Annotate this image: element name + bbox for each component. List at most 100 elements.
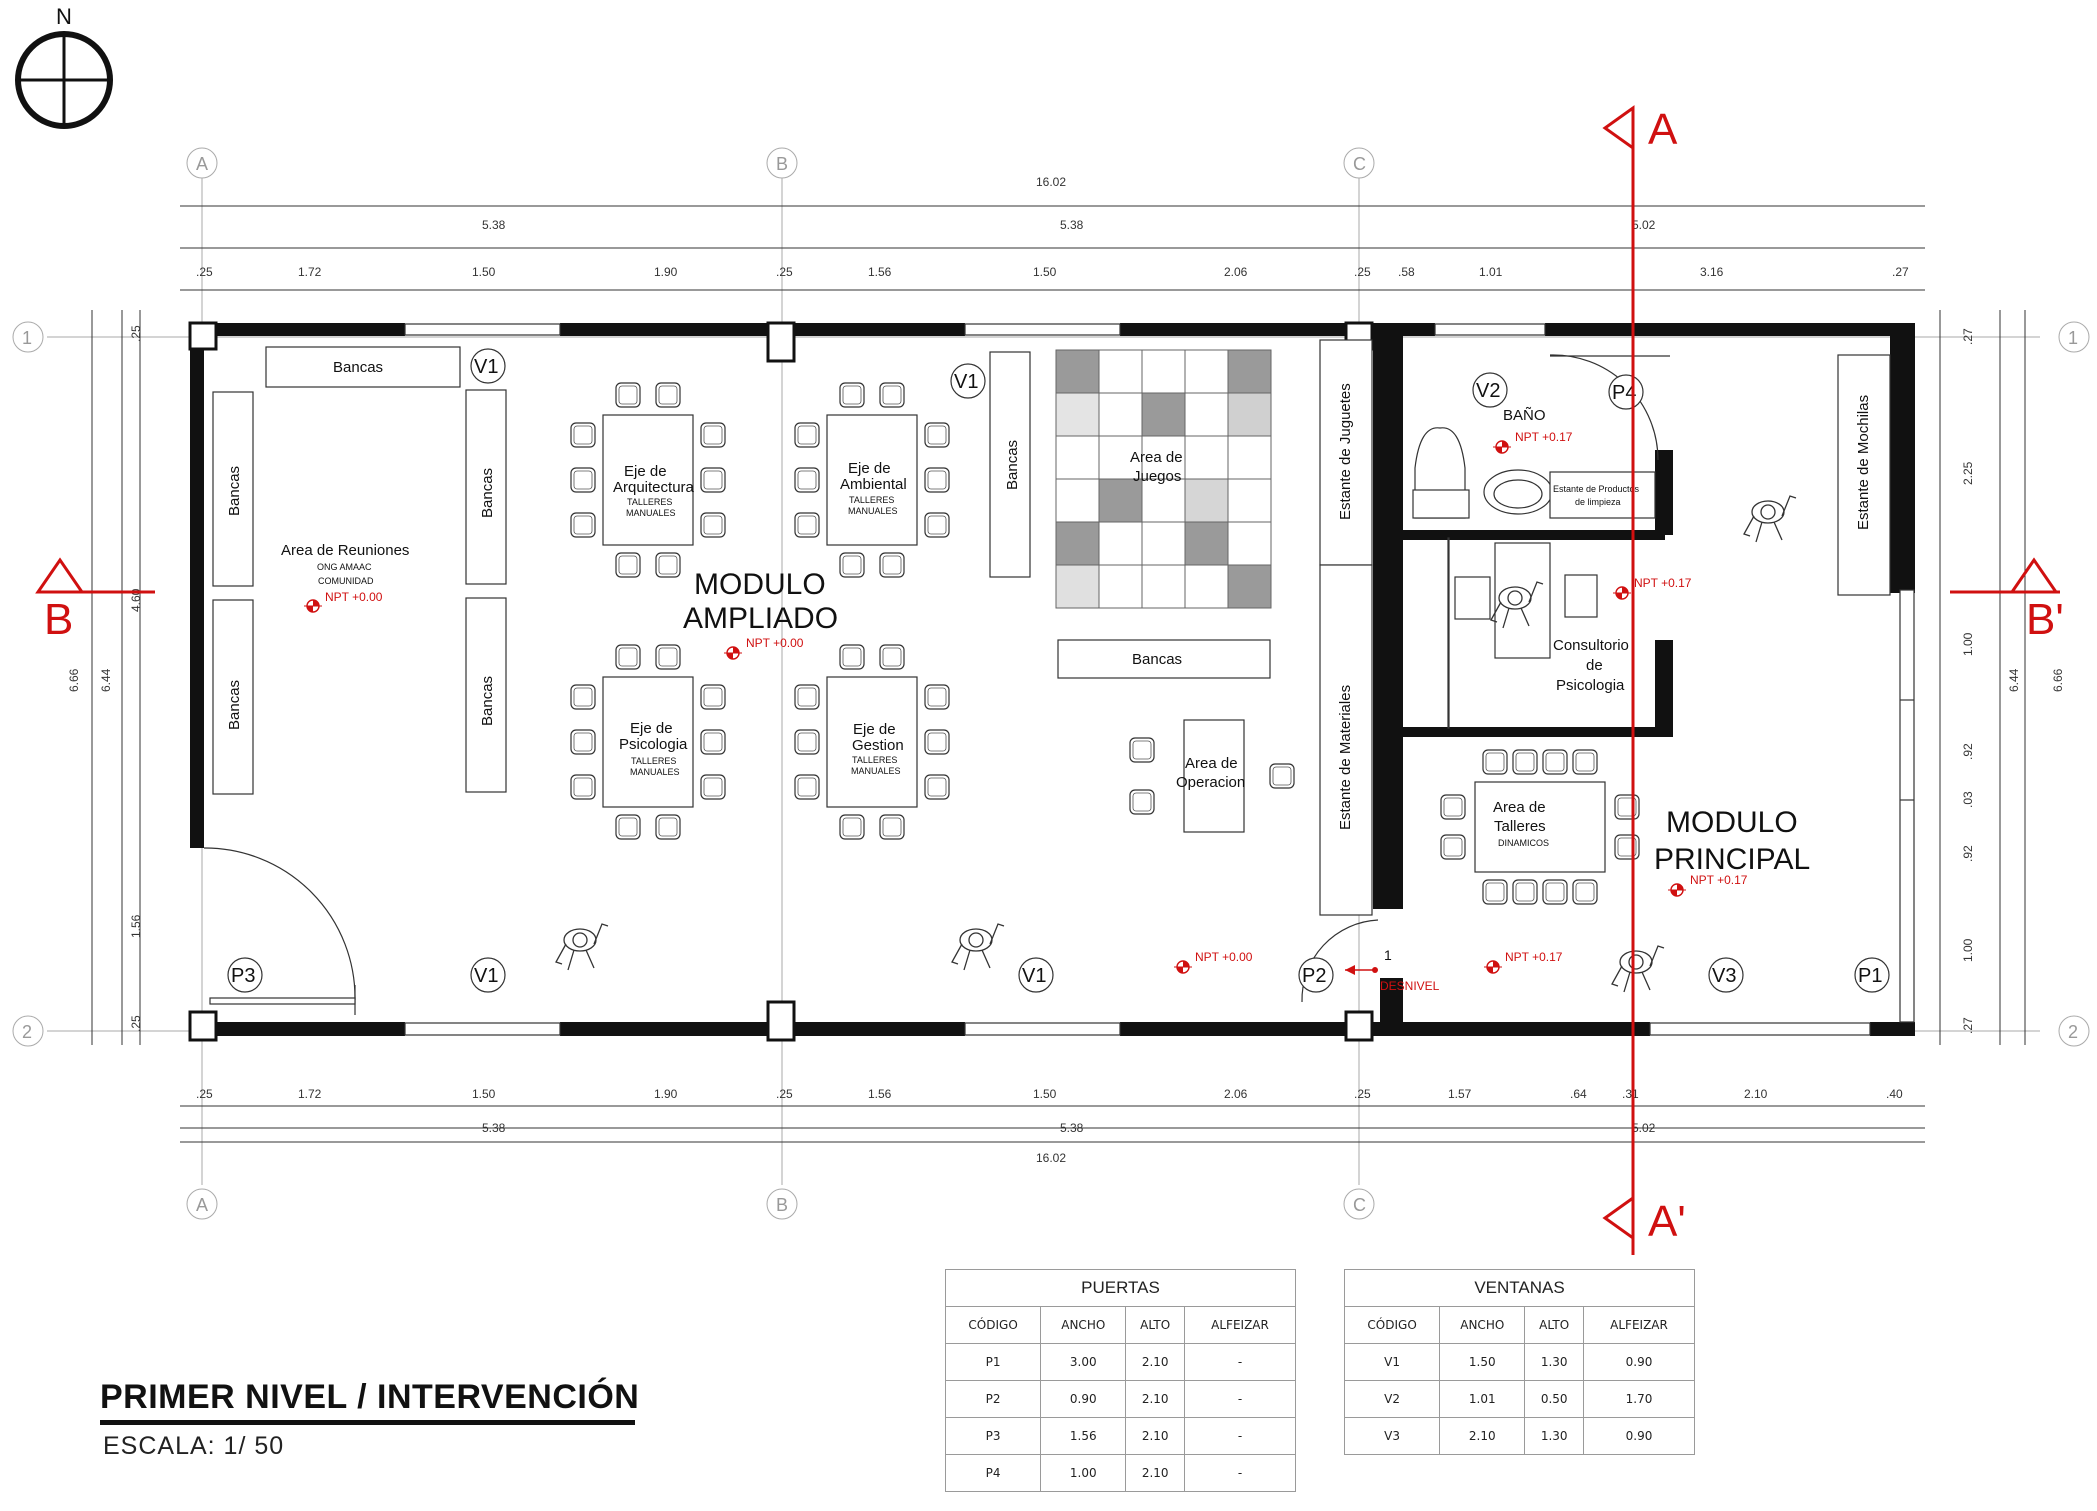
person-icon [951, 923, 1005, 971]
bancas-label: Bancas [1004, 440, 1021, 490]
columns [188, 321, 1374, 1042]
axis-label-b: B [776, 154, 788, 174]
tag-v3: V3 [1712, 965, 1736, 987]
cell: P1 [944, 1343, 1042, 1381]
axis-labels: A B C A B C 1 1 2 2 [22, 154, 2078, 1215]
dim-bottom-bay-3: 5.02 [1632, 1121, 1656, 1135]
dim-bottom-part: 1.72 [298, 1087, 322, 1101]
dim-top-bay-2: 5.38 [1060, 218, 1084, 232]
tag-v2: V2 [1476, 380, 1500, 402]
modulo-principal-label: MODULO [1666, 806, 1798, 839]
cell: 1.30 [1524, 1417, 1585, 1455]
puertas-title: PUERTAS [945, 1269, 1296, 1307]
cell: 0.90 [1040, 1380, 1127, 1418]
person-icon [555, 923, 609, 971]
bancas-label: Bancas [479, 676, 496, 726]
dim-bottom-part: 1.90 [654, 1087, 678, 1101]
north-arrow-icon: N [15, 4, 113, 129]
section-b-prime-label: B' [2026, 595, 2064, 644]
dim-top-part: 1.90 [654, 265, 678, 279]
npt-label: NPT +0.00 [1195, 950, 1253, 964]
windows [404, 323, 1915, 1036]
cell: 0.50 [1524, 1380, 1585, 1418]
level-markers: NPT +0.00 NPT +0.00 NPT +0.00 NPT +0.17 … [303, 430, 1748, 993]
dim-right-2: 2.25 [1961, 461, 1975, 485]
operacion-label: Area de [1185, 755, 1238, 772]
cell: - [1184, 1343, 1296, 1381]
dim-left-4: 4.60 [129, 588, 143, 612]
bano-label: BAÑO [1503, 407, 1546, 424]
estante-juguetes-label: Estante de Juguetes [1337, 383, 1354, 520]
dim-top-total: 16.02 [1036, 175, 1066, 189]
eje-label: Arquitectura [613, 479, 695, 496]
eje-label: Ambiental [840, 476, 907, 493]
dim-right-9: 6.44 [2007, 668, 2021, 692]
cell: 2.10 [1125, 1417, 1186, 1455]
juegos-label: Area de [1130, 449, 1183, 466]
tag-p3: P3 [231, 965, 255, 987]
dim-top-part: 1.56 [868, 265, 892, 279]
dim-bottom-part: 1.57 [1448, 1087, 1472, 1101]
axis-label-1-right: 1 [2068, 328, 2078, 348]
manuales-label: MANUALES [630, 767, 680, 777]
axis-grid [12, 147, 2090, 1220]
cell: V3 [1343, 1417, 1441, 1455]
operacion-label: Operacion [1176, 774, 1245, 791]
cell: 1.70 [1583, 1380, 1695, 1418]
dinamicos-label: DINAMICOS [1498, 838, 1549, 848]
eje-label: Eje de [848, 460, 891, 477]
dim-top-part: 1.01 [1479, 265, 1503, 279]
eje-label: Gestion [852, 737, 904, 754]
puertas-header: ALFEIZAR [1184, 1306, 1296, 1344]
cell: V2 [1343, 1380, 1441, 1418]
cell: P3 [944, 1417, 1042, 1455]
dim-top-part: .25 [1354, 265, 1371, 279]
eje-label: Psicologia [619, 736, 688, 753]
dim-top-bay-3: 5.02 [1632, 218, 1656, 232]
table-row: P4 1.00 2.10 - [944, 1454, 1296, 1492]
dim-right-10: 6.66 [2051, 668, 2065, 692]
ong-label: ONG AMAAC [317, 562, 372, 572]
tag-v1: V1 [474, 356, 498, 378]
ventanas-header: CÓDIGO [1343, 1306, 1441, 1344]
manuales-label: MANUALES [848, 506, 898, 516]
dim-left-5: 1.56 [129, 914, 143, 938]
tag-v1: V1 [954, 371, 978, 393]
cell: - [1184, 1454, 1296, 1492]
dim-bottom-part: .31 [1622, 1087, 1639, 1101]
axis-label-a-bottom: A [196, 1195, 208, 1215]
table-row: V2 1.01 0.50 1.70 [1343, 1380, 1695, 1418]
reuniones-label: Area de Reuniones [281, 542, 409, 559]
fixtures [1412, 427, 1656, 729]
cell: 2.10 [1125, 1380, 1186, 1418]
dim-bottom-part: .25 [1354, 1087, 1371, 1101]
estante-limpieza-label: de limpieza [1575, 497, 1621, 507]
dim-right-7: 1.00 [1961, 938, 1975, 962]
manuales-label: MANUALES [851, 766, 901, 776]
dim-left-3: .25 [129, 325, 143, 342]
cell: 1.01 [1439, 1380, 1526, 1418]
play-area-grid [1055, 349, 1272, 609]
dim-bottom-part: 2.10 [1744, 1087, 1768, 1101]
dim-top-part: .25 [196, 265, 213, 279]
dim-bottom-part: 2.06 [1224, 1087, 1248, 1101]
comunidad-label: COMUNIDAD [318, 576, 374, 586]
furniture-left [212, 339, 1891, 916]
cell: - [1184, 1417, 1296, 1455]
consultorio-label: de [1586, 657, 1603, 674]
talleres-label: TALLERES [852, 755, 897, 765]
desnivel-label: DESNIVEL [1380, 979, 1440, 993]
estante-materiales-label: Estante de Materiales [1337, 685, 1354, 830]
axis-label-a: A [196, 154, 208, 174]
dim-right-5: .03 [1961, 791, 1975, 808]
estante-limpieza-label: Estante de Productos [1553, 484, 1640, 494]
cell: 3.00 [1040, 1343, 1127, 1381]
plan-title: PRIMER NIVEL / INTERVENCIÓN [100, 1378, 640, 1416]
talleres-label: TALLERES [849, 495, 894, 505]
ventanas-header: ALFEIZAR [1583, 1306, 1695, 1344]
npt-label: NPT +0.17 [1634, 576, 1692, 590]
bancas-label: Bancas [479, 468, 496, 518]
ventanas-title: VENTANAS [1344, 1269, 1695, 1307]
modulo-ampliado-label: AMPLIADO [683, 602, 838, 635]
dim-top-part: .58 [1398, 265, 1415, 279]
